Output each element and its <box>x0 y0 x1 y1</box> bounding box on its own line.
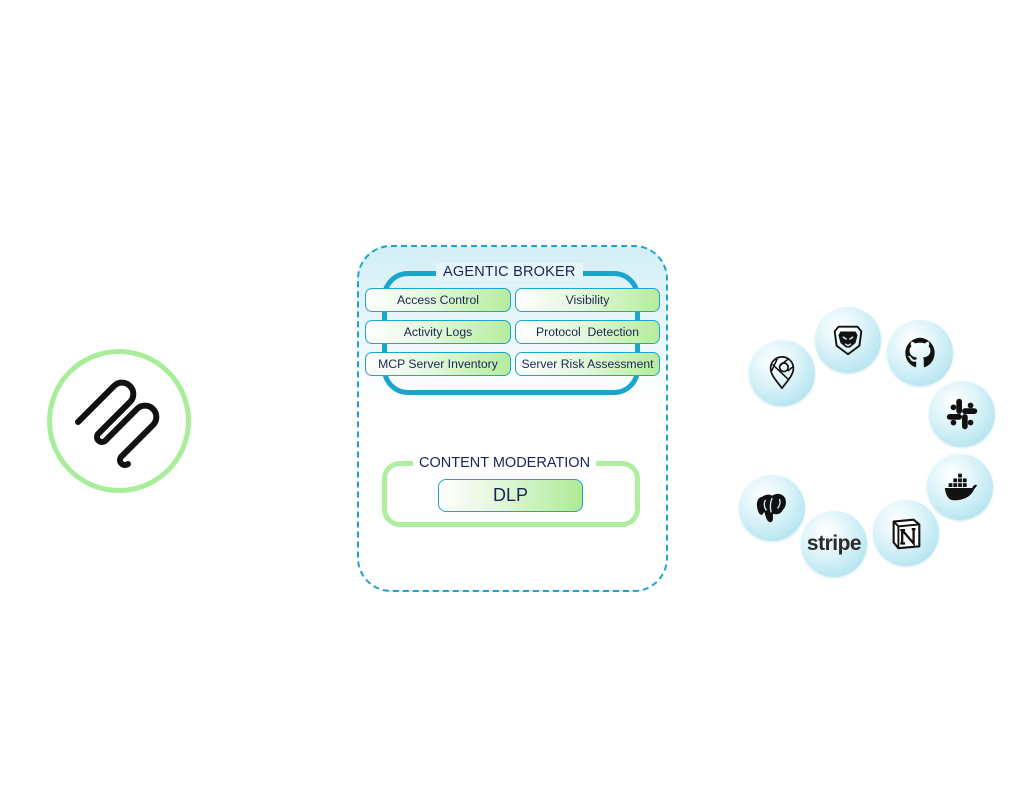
agent-logo <box>47 349 191 493</box>
slack-icon <box>946 398 978 430</box>
feature-server-risk-assessment: Server Risk Assessment <box>515 352 660 376</box>
stripe-icon: stripe <box>806 532 862 555</box>
tool-stripe: stripe <box>801 511 867 577</box>
notion-icon <box>892 518 921 550</box>
tool-github <box>887 320 953 386</box>
mcp-agent-logo-icon <box>75 379 160 468</box>
tool-slack <box>929 381 995 447</box>
feature-protocol-detection: Protocol Detection <box>515 320 660 344</box>
feature-access-control: Access Control <box>365 288 511 312</box>
feature-visibility: Visibility <box>515 288 660 312</box>
tool-brave <box>815 307 881 373</box>
tool-docker <box>927 454 993 520</box>
brave-lion-icon <box>833 325 863 356</box>
content-moderation-title: CONTENT MODERATION <box>413 454 597 472</box>
map-pin-icon <box>769 356 795 390</box>
postgresql-icon <box>756 493 786 523</box>
agentic-broker-title: AGENTIC BROKER <box>436 263 583 281</box>
docker-icon <box>944 473 978 501</box>
tool-postgresql <box>739 475 805 541</box>
tool-notion <box>873 500 939 566</box>
tool-google-maps <box>749 340 815 406</box>
feature-mcp-server-inventory: MCP Server Inventory <box>365 352 511 376</box>
feature-dlp: DLP <box>438 479 583 512</box>
feature-activity-logs: Activity Logs <box>365 320 511 344</box>
github-icon <box>905 337 935 368</box>
